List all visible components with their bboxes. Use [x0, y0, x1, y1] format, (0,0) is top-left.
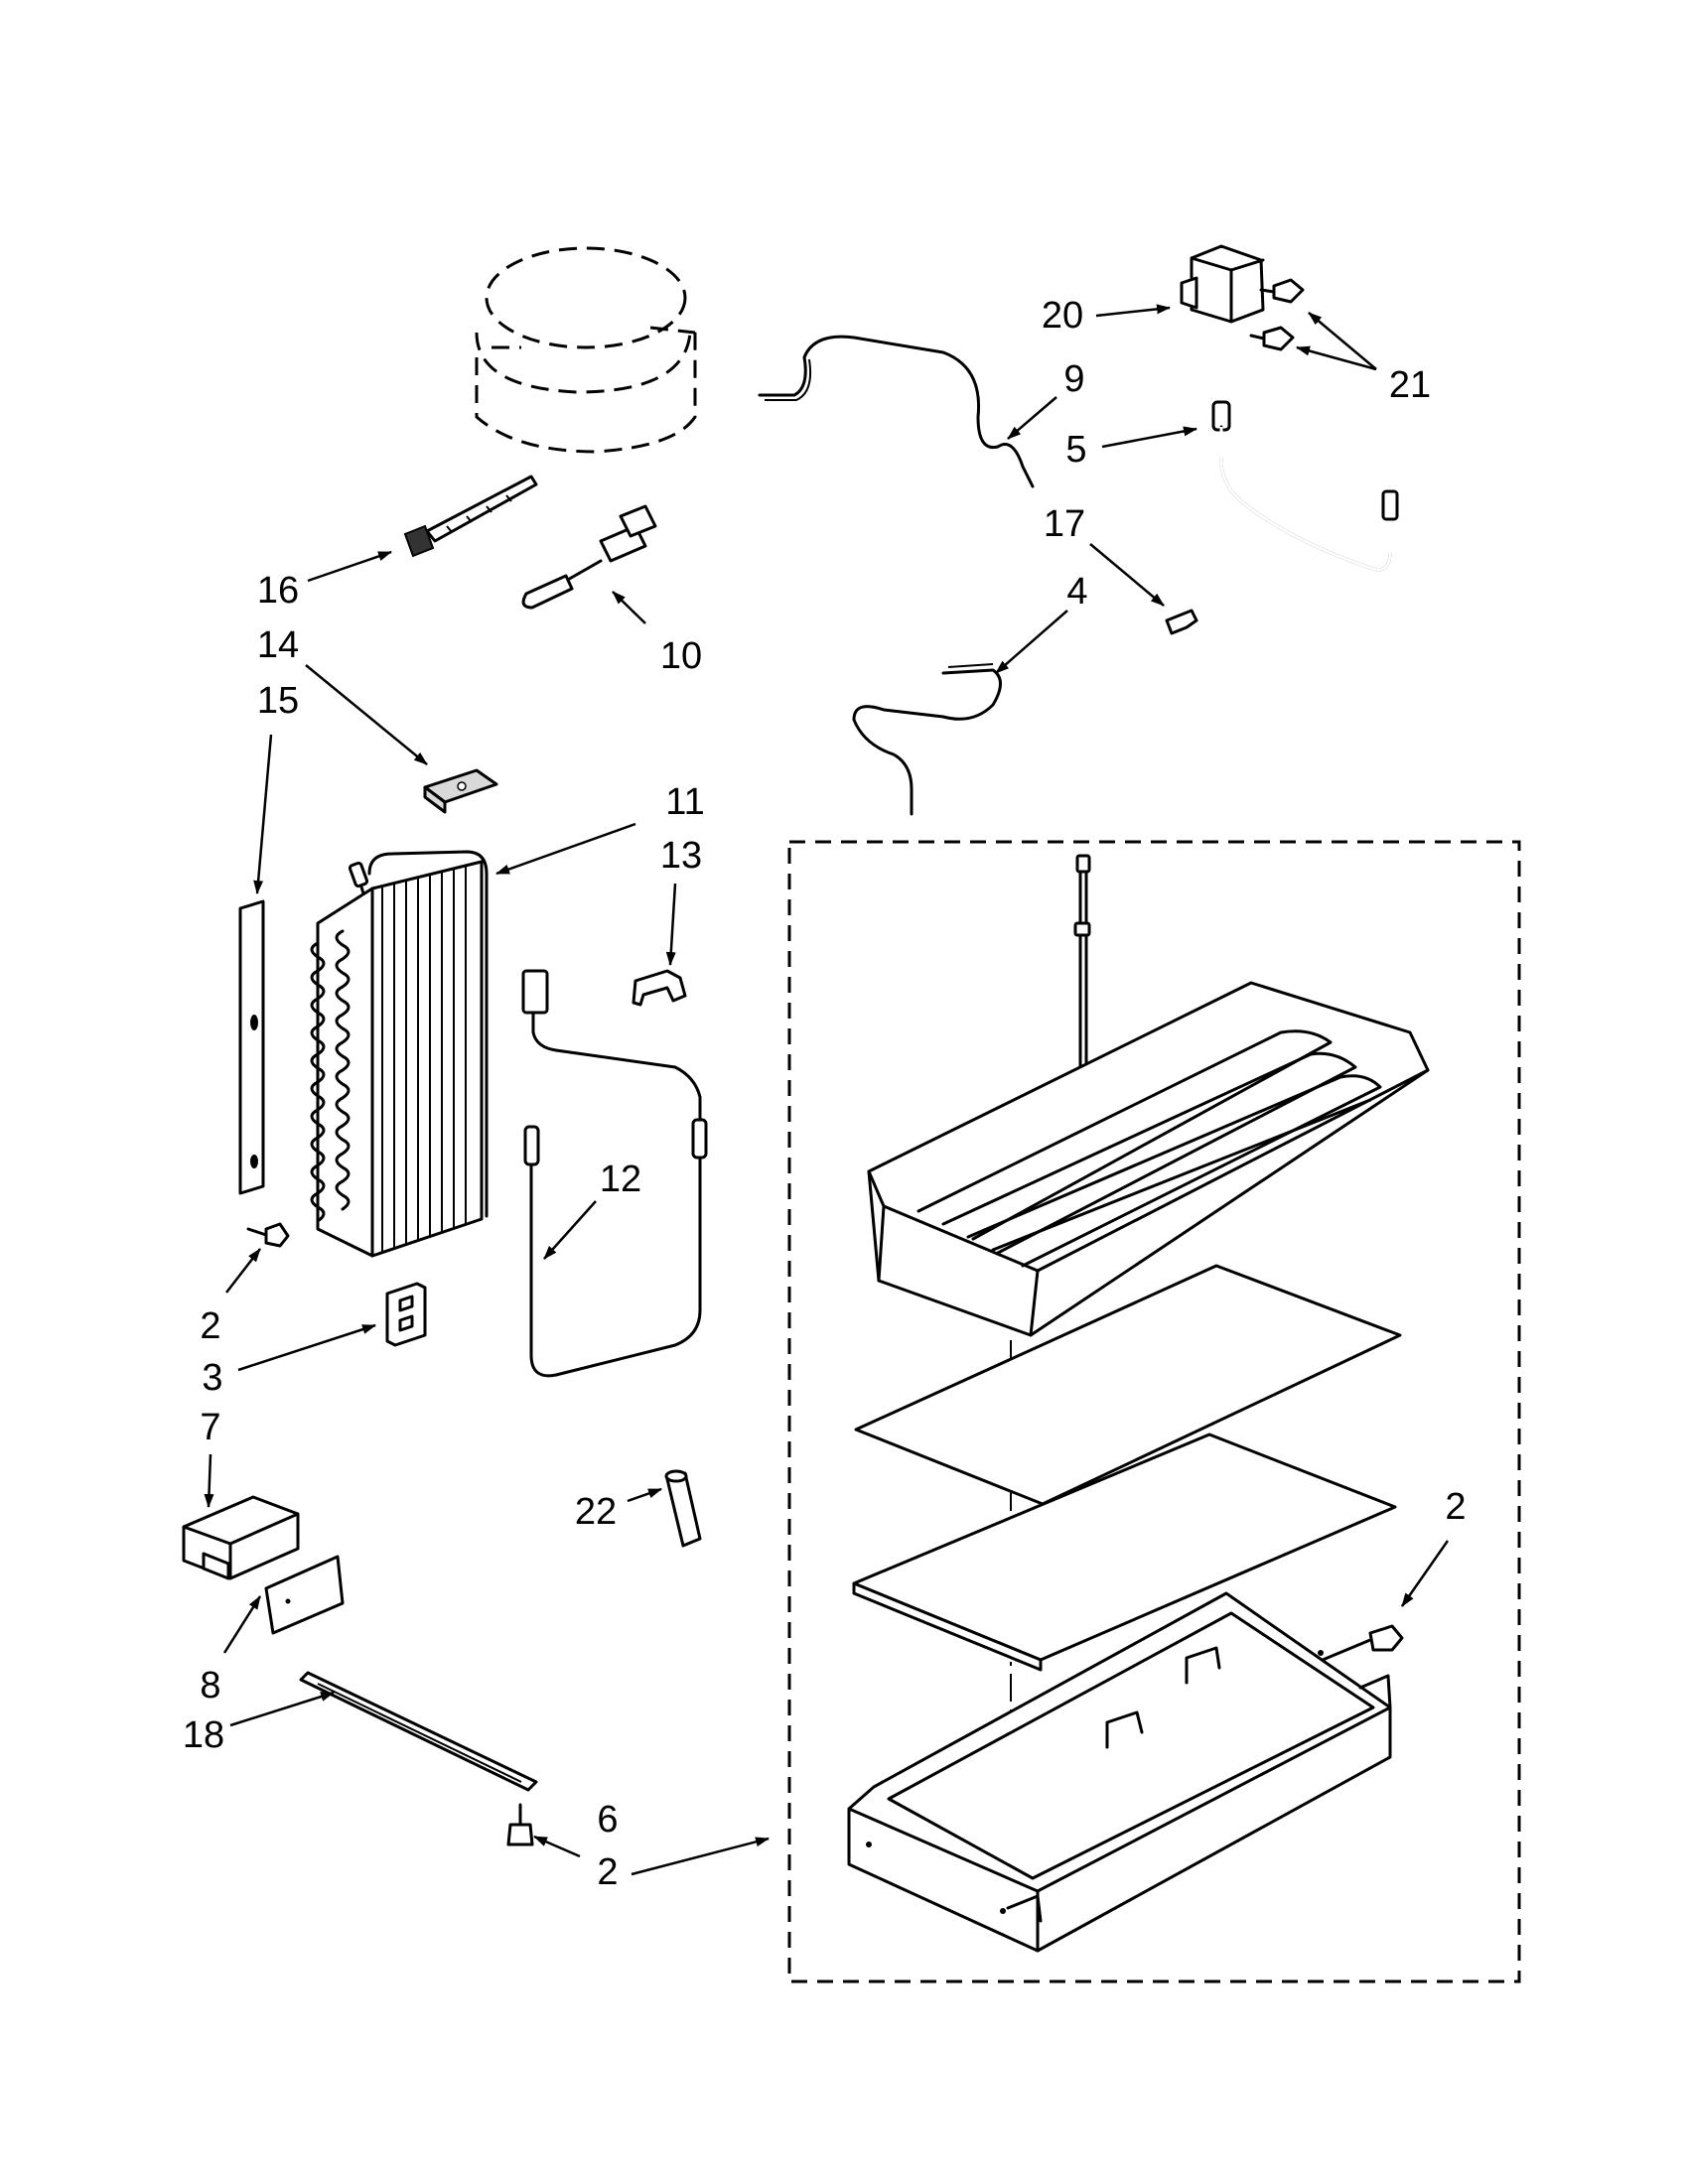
callout-4: 4 — [1066, 571, 1087, 613]
callout-12: 12 — [600, 1159, 641, 1200]
part-12-heater-loop — [521, 969, 708, 1378]
callout-11: 11 — [665, 781, 704, 823]
part-2-screw-b — [506, 1803, 534, 1846]
callout-22: 22 — [575, 1491, 617, 1533]
part-10-sensor — [521, 504, 657, 610]
part-13-clip — [632, 969, 687, 1007]
callout-7: 7 — [200, 1407, 220, 1448]
callout-2-bottom: 2 — [597, 1851, 618, 1893]
compressor-outline — [475, 246, 697, 454]
part-2-screw-a — [246, 1222, 290, 1248]
callout-9: 9 — [1063, 358, 1084, 400]
callout-labels: 20 21 9 5 17 4 16 10 14 15 11 13 12 2 3 … — [183, 295, 1467, 1893]
leader-lines — [204, 304, 1450, 1876]
part-22-tube — [664, 1469, 702, 1548]
part-4-tube — [852, 668, 1002, 816]
part-11-evaporator-coil — [310, 850, 489, 1258]
callout-8: 8 — [200, 1665, 220, 1706]
callout-6: 6 — [597, 1799, 618, 1841]
part-18-rail — [299, 1671, 538, 1792]
callout-18: 18 — [183, 1714, 224, 1756]
callout-15: 15 — [257, 680, 299, 722]
part-17-clip — [1165, 609, 1198, 635]
part-9-tube — [758, 335, 1035, 488]
part-14-pad — [423, 768, 498, 814]
callout-2-left: 2 — [200, 1305, 220, 1347]
part-21-screws — [1249, 278, 1305, 351]
callout-2-right: 2 — [1445, 1486, 1466, 1528]
part-5-tube — [1211, 400, 1399, 572]
callout-17: 17 — [1044, 503, 1085, 545]
callout-16: 16 — [257, 570, 299, 612]
part-8-plate — [264, 1555, 345, 1635]
callout-5: 5 — [1065, 429, 1086, 471]
callout-14: 14 — [257, 624, 299, 666]
callout-20: 20 — [1042, 295, 1083, 337]
callout-21: 21 — [1389, 364, 1431, 406]
part-6-drain-pan-assembly — [787, 840, 1521, 1983]
part-2-screw-c — [1321, 1624, 1404, 1662]
part-3-bracket — [385, 1282, 427, 1347]
callout-10: 10 — [660, 635, 702, 677]
part-16-connector-strap — [403, 475, 538, 558]
callout-13: 13 — [660, 835, 702, 877]
part-7-bracket-box — [182, 1495, 300, 1580]
part-20-relay-bracket — [1180, 244, 1265, 324]
callout-3: 3 — [202, 1357, 222, 1399]
part-15-strip — [238, 899, 265, 1195]
